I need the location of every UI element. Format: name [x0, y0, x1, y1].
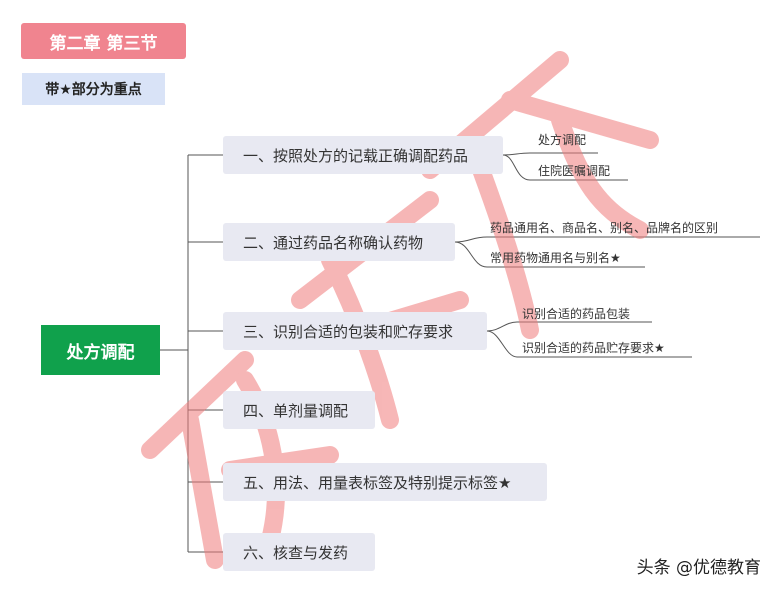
- chapter-tag: 第二章 第三节: [21, 23, 186, 59]
- leaf-node: 识别合适的药品贮存要求★: [522, 341, 665, 355]
- root-node: 处方调配: [41, 325, 160, 375]
- key-points-note: 带★部分为重点: [22, 73, 165, 105]
- branch-node-5: 五、用法、用量表标签及特别提示标签★: [223, 463, 547, 501]
- leaf-node: 住院医嘱调配: [538, 164, 611, 178]
- branch-node-6: 六、核查与发药: [223, 533, 375, 571]
- leaf-node: 药品通用名、商品名、别名、品牌名的区别: [490, 221, 719, 235]
- branch-node-3: 三、识别合适的包装和贮存要求: [223, 312, 487, 350]
- attribution-text: 头条 @优德教育: [636, 558, 761, 578]
- leaf-node: 处方调配: [538, 133, 587, 147]
- branch-node-4: 四、单剂量调配: [223, 391, 375, 429]
- branch-node-2: 二、通过药品名称确认药物: [223, 223, 455, 261]
- leaf-node: 常用药物通用名与别名★: [490, 251, 621, 265]
- branch-node-1: 一、按照处方的记载正确调配药品: [223, 136, 503, 174]
- leaf-node: 识别合适的药品包装: [522, 307, 631, 321]
